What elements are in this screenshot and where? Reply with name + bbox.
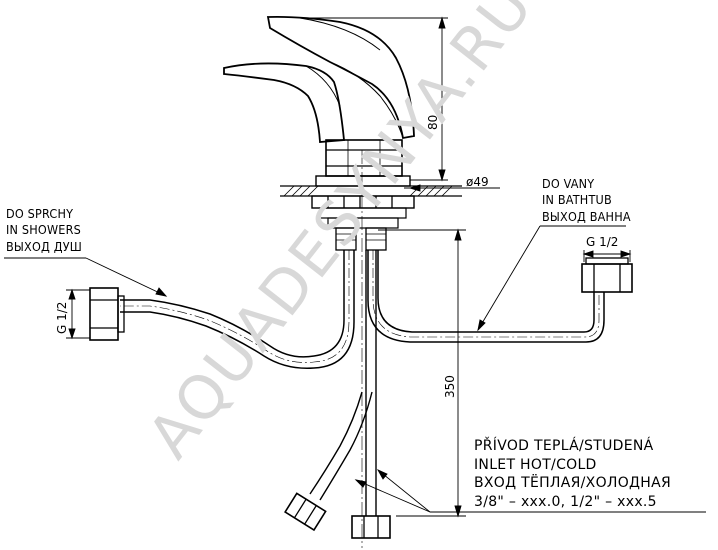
shower-label-cz: DO SPRCHY (6, 206, 73, 221)
dim-thread-left-text: G 1/2 (55, 302, 69, 334)
inlet-label-ru: ВХОД ТЁПЛАЯ/ХОЛОДНАЯ (474, 473, 671, 491)
dimension-thread-right (582, 250, 632, 262)
bath-label-en: IN BATHTUB (542, 192, 612, 207)
inlet-label-sizes: 3/8" – xxx.0, 1/2" – xxx.5 (474, 494, 657, 510)
inlet-label-cz: PŘÍVOD TEPLÁ/STUDENÁ (474, 437, 654, 454)
leader-shower (4, 257, 168, 297)
dimension-80 (300, 16, 448, 182)
bath-hose (367, 250, 633, 343)
shower-label-ru: ВЫХОД ДУШ (6, 239, 82, 254)
dim-350-text: 350 (443, 375, 457, 398)
dimension-diameter (404, 184, 500, 192)
shower-hose (89, 250, 355, 369)
dim-80-text: 80 (426, 115, 440, 130)
shower-label-en: IN SHOWERS (6, 222, 81, 237)
bath-label-cz: DO VANY (542, 176, 594, 191)
inlet-label-en: INLET HOT/COLD (474, 457, 597, 473)
leader-bath (477, 225, 626, 332)
dim-diameter-text: ø49 (466, 175, 489, 189)
faucet-body (280, 139, 462, 251)
dimension-350 (378, 228, 466, 518)
inlet-pipes (284, 250, 391, 539)
bath-label-ru: ВЫХОД ВАННА (542, 209, 631, 224)
leader-inlet (354, 469, 706, 513)
watermark: AQUADESYNYA.RU (135, 0, 548, 471)
dim-thread-right-text: G 1/2 (586, 235, 618, 249)
lever-handle (223, 15, 415, 143)
dimension-thread-left (66, 288, 90, 340)
